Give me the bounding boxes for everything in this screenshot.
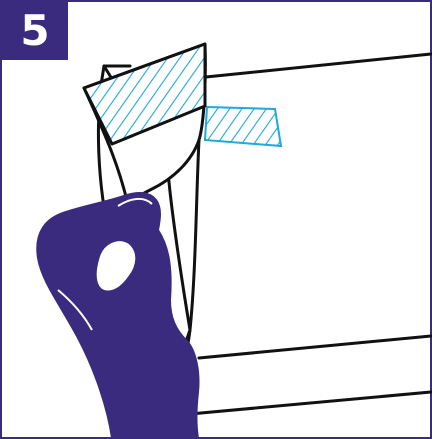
step-number-badge: 5 bbox=[2, 2, 68, 60]
tape-strip bbox=[205, 107, 281, 146]
